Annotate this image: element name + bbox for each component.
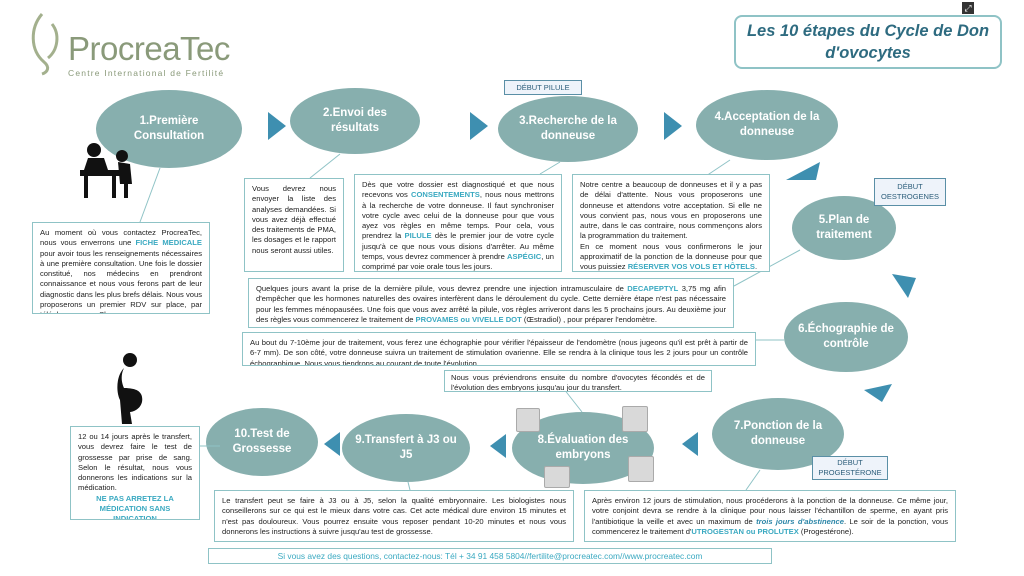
logo-subtitle: Centre International de Fertilité (68, 68, 225, 78)
step-2-envoi-resultats: 2.Envoi des résultats (290, 88, 420, 154)
pregnant-woman-icon (117, 353, 143, 424)
embryo-image-2 (622, 406, 648, 432)
arrow-9-10-icon (324, 432, 340, 456)
step-7-label: 7.Ponction de la donneuse (733, 420, 823, 447)
arrow-2-3-icon (470, 112, 488, 140)
tag-debut-pilule: DÉBUT PILULE (504, 80, 582, 95)
embryo-image-3 (544, 466, 570, 488)
page-title: Les 10 étapes du Cycle de Don d'ovocytes (746, 22, 990, 62)
contact-footer: Si vous avez des questions, contactez-no… (208, 548, 772, 564)
step-6-label: 6.Échographie de contrôle (798, 323, 894, 350)
step-3-label: 3.Recherche de la donneuse (519, 115, 617, 142)
box-step-7: Après environ 12 jours de stimulation, n… (584, 490, 956, 542)
box-step-6: Au bout du 7-10ème jour de traitement, v… (242, 332, 756, 366)
logo-mark-icon (31, 13, 59, 76)
step-5-plan-traitement: 5.Plan de traitement (792, 196, 896, 260)
arrow-7-8-icon (682, 432, 698, 456)
box-step-5: Quelques jours avant la prise de la dern… (248, 278, 734, 328)
connector-1 (139, 167, 161, 223)
step-4-acceptation-donneuse: 4.Acceptation de la donneuse (696, 90, 838, 160)
box-step-4: Notre centre a beaucoup de donneuses et … (572, 174, 770, 272)
consultation-illustration-icon (80, 143, 132, 198)
arrow-3-4-icon (664, 112, 682, 140)
connector-7 (745, 469, 761, 491)
arrow-5-6-icon (892, 274, 916, 298)
step-1-label: 1.Première Consultation (133, 115, 205, 142)
logo-name: ProcreaTec (68, 30, 230, 67)
embryo-image-1 (516, 408, 540, 432)
tag-debut-progesterone: DÉBUT PROGESTÉRONE (812, 456, 888, 480)
box-step-9: Le transfert peut se faire à J3 ou à J5,… (214, 490, 574, 542)
step-9-transfert: 9.Transfert à J3 ou J5 (342, 414, 470, 482)
box-step-1: Au moment où vous contactez ProcreaTec, … (32, 222, 210, 314)
title-box: Les 10 étapes du Cycle de Don d'ovocytes (734, 15, 1002, 69)
arrow-6-7-icon (864, 384, 892, 402)
box-step-8: Nous vous préviendrons ensuite du nombre… (444, 370, 712, 392)
connector-9 (407, 481, 411, 491)
step-10-test-grossesse: 10.Test de Grossesse (206, 408, 318, 476)
step-6-echographie-controle: 6.Échographie de contrôle (784, 302, 908, 372)
step-10-label: 10.Test de Grossesse (232, 428, 292, 455)
connector-2 (309, 153, 341, 179)
step-5-label: 5.Plan de traitement (816, 214, 872, 241)
step-8-label: 8.Évaluation des embryons (537, 434, 629, 461)
arrow-8-9-icon (490, 434, 506, 458)
embryo-image-4 (628, 456, 654, 482)
step-9-label: 9.Transfert à J3 ou J5 (355, 434, 457, 461)
arrow-1-2-icon (268, 112, 286, 140)
tag-debut-oestrogenes: DÉBUT OESTROGENES (874, 178, 946, 206)
medication-warning: NE PAS ARRETEZ LA MÉDICATION SANS INDICA… (96, 493, 174, 520)
step-4-label: 4.Acceptation de la donneuse (714, 111, 820, 138)
box-step-2: Vous devrez nous envoyer la liste des an… (244, 178, 344, 272)
procreatec-logo: ProcreaTec Centre International de Ferti… (28, 10, 248, 80)
box-step-10: 12 ou 14 jours après le transfert, vous … (70, 426, 200, 520)
step-2-label: 2.Envoi des résultats (323, 107, 387, 134)
connector-3 (539, 161, 561, 175)
step-3-recherche-donneuse: 3.Recherche de la donneuse (498, 96, 638, 162)
arrow-4-5-icon (786, 162, 820, 180)
box-step-3: Dès que votre dossier est diagnostiqué e… (354, 174, 562, 272)
expand-icon[interactable]: ⤢ (962, 2, 974, 14)
connector-4 (705, 159, 731, 177)
